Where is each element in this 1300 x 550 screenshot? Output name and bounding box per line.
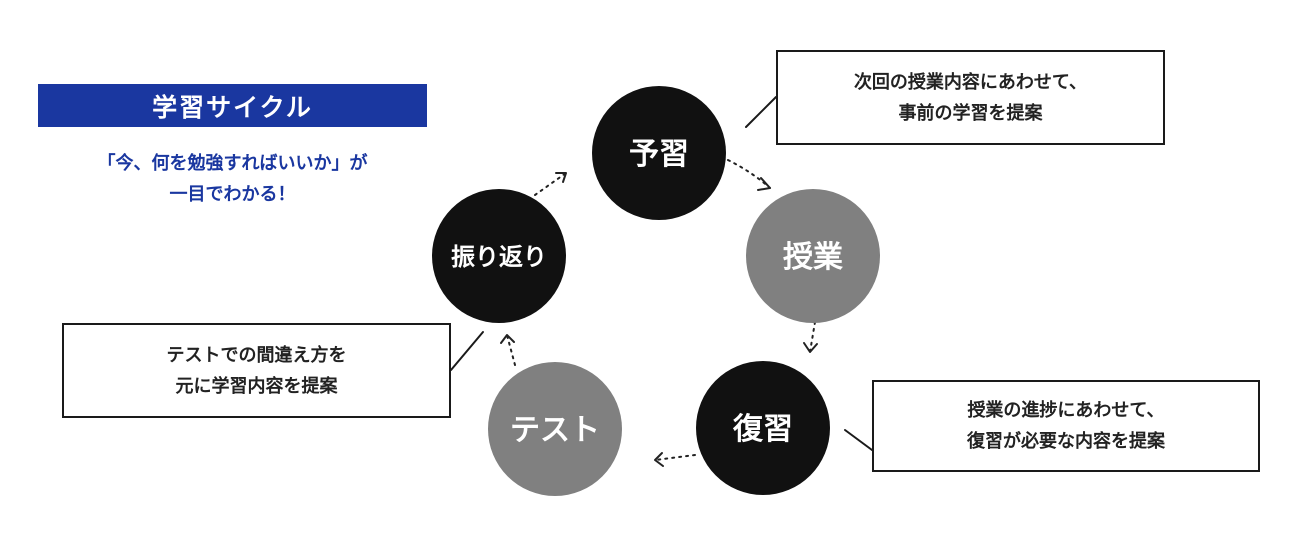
arrow-test-to-furikaeri xyxy=(506,334,516,366)
arrowhead-jugyo xyxy=(757,177,771,191)
arrowhead-test xyxy=(654,452,664,467)
node-furikaeri: 振り返り xyxy=(432,189,566,323)
callout-fukushu-line-1: 授業の進捗にあわせて、 xyxy=(967,400,1165,421)
node-circle-jugyo xyxy=(746,189,880,323)
node-test: テスト xyxy=(488,362,622,496)
arrowhead-yoshu xyxy=(555,172,567,183)
node-jugyo: 授業 xyxy=(746,189,880,323)
arrow-furikaeri-to-yoshu xyxy=(534,172,567,196)
callout-yoshu-line-1: 次回の授業内容にあわせて、 xyxy=(853,71,1088,93)
section-title: 学習サイクル xyxy=(38,84,427,127)
arrowhead-furikaeri xyxy=(500,334,515,344)
node-circle-yoshu xyxy=(592,86,726,220)
arrow-yoshu-to-jugyo xyxy=(727,159,771,189)
arrow-fukushu-to-test xyxy=(654,454,696,461)
callout-fukushu: 授業の進捗にあわせて、 復習が必要な内容を提案 xyxy=(872,380,1260,472)
node-circle-test xyxy=(488,362,622,496)
node-label-yoshu: 予習 xyxy=(629,137,689,172)
callout-fukushu-line-2: 復習が必要な内容を提案 xyxy=(967,431,1165,452)
node-yoshu: 予習 xyxy=(592,86,726,220)
callout-pointer-yoshu xyxy=(745,96,777,128)
node-label-furikaeri: 振り返り xyxy=(451,243,547,271)
callout-furikaeri-line-2: 元に学習内容を提案 xyxy=(175,375,338,397)
node-fukushu: 復習 xyxy=(696,361,830,495)
node-circle-fukushu xyxy=(696,361,830,495)
arrowhead-fukushu xyxy=(803,342,818,353)
arrow-jugyo-to-fukushu xyxy=(809,321,816,353)
callout-pointer-fukushu xyxy=(844,429,873,451)
node-circle-furikaeri xyxy=(432,189,566,323)
subtitle-line-2: 一目でわかる！ xyxy=(169,184,296,205)
subtitle: 「今、何を勉強すればいいか」が 一目でわかる！ xyxy=(38,148,427,210)
node-label-test: テスト xyxy=(510,413,600,448)
node-label-jugyo: 授業 xyxy=(783,240,843,275)
callout-yoshu: 次回の授業内容にあわせて、 事前の学習を提案 xyxy=(776,50,1165,145)
callout-furikaeri-line-1: テストでの間違え方を xyxy=(166,344,347,366)
callout-yoshu-line-2: 事前の学習を提案 xyxy=(898,102,1043,124)
node-label-fukushu: 復習 xyxy=(732,412,793,447)
callout-pointer-furikaeri xyxy=(450,331,484,371)
subtitle-line-1: 「今、何を勉強すればいいか」が xyxy=(97,153,368,174)
callout-furikaeri: テストでの間違え方を 元に学習内容を提案 xyxy=(62,323,451,418)
